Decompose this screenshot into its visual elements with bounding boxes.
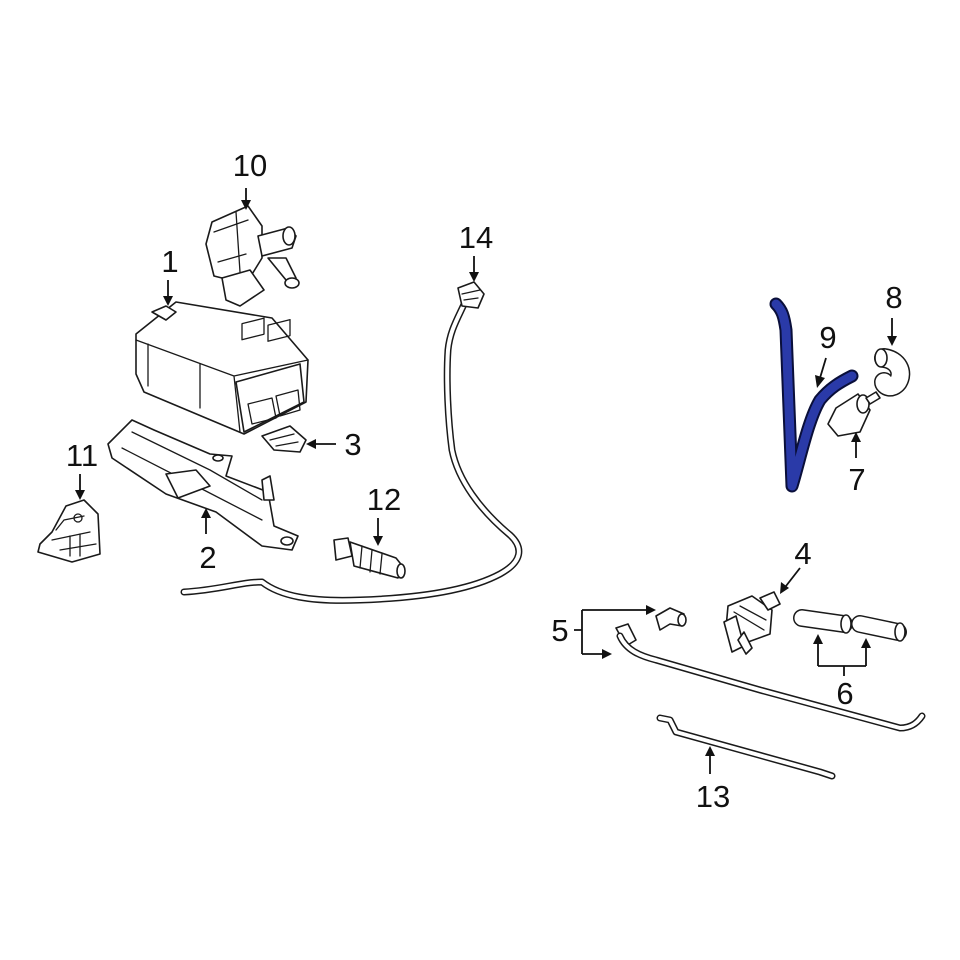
part-14-vapor-line bbox=[180, 281, 523, 604]
part-11-bracket bbox=[37, 499, 101, 563]
callout-11: 11 bbox=[66, 438, 98, 473]
part-4-valve bbox=[723, 591, 781, 655]
part-1-vapor-canister bbox=[135, 301, 309, 435]
callout-7: 7 bbox=[848, 462, 865, 497]
part-2-canister-bracket bbox=[107, 419, 299, 551]
leader-lines bbox=[75, 188, 897, 774]
callout-2: 2 bbox=[199, 540, 216, 575]
part-6-hoses bbox=[793, 609, 907, 642]
callout-13: 13 bbox=[696, 779, 730, 814]
part-5-vapor-line bbox=[616, 632, 926, 732]
callout-5: 5 bbox=[551, 613, 568, 648]
callout-8: 8 bbox=[885, 280, 902, 315]
part-7-filter bbox=[827, 391, 881, 437]
callout-6: 6 bbox=[836, 676, 853, 711]
part-3-bracket bbox=[261, 425, 307, 453]
callout-9: 9 bbox=[819, 320, 836, 355]
callout-14: 14 bbox=[459, 220, 493, 255]
part-10-purge-valve bbox=[205, 205, 300, 307]
part-5-elbow-connectors bbox=[615, 607, 687, 647]
callout-3: 3 bbox=[344, 427, 361, 462]
callout-10: 10 bbox=[233, 148, 267, 183]
callout-labels: 10 1 3 2 11 12 14 9 8 7 4 5 6 13 bbox=[66, 148, 903, 814]
part-12-sensor bbox=[333, 537, 406, 579]
callout-1: 1 bbox=[161, 244, 178, 279]
callout-12: 12 bbox=[367, 482, 401, 517]
callout-4: 4 bbox=[794, 536, 811, 571]
part-8-elbow-hose bbox=[874, 348, 911, 397]
part-9-hose-highlighted bbox=[769, 297, 859, 493]
part-13-line bbox=[656, 714, 836, 780]
